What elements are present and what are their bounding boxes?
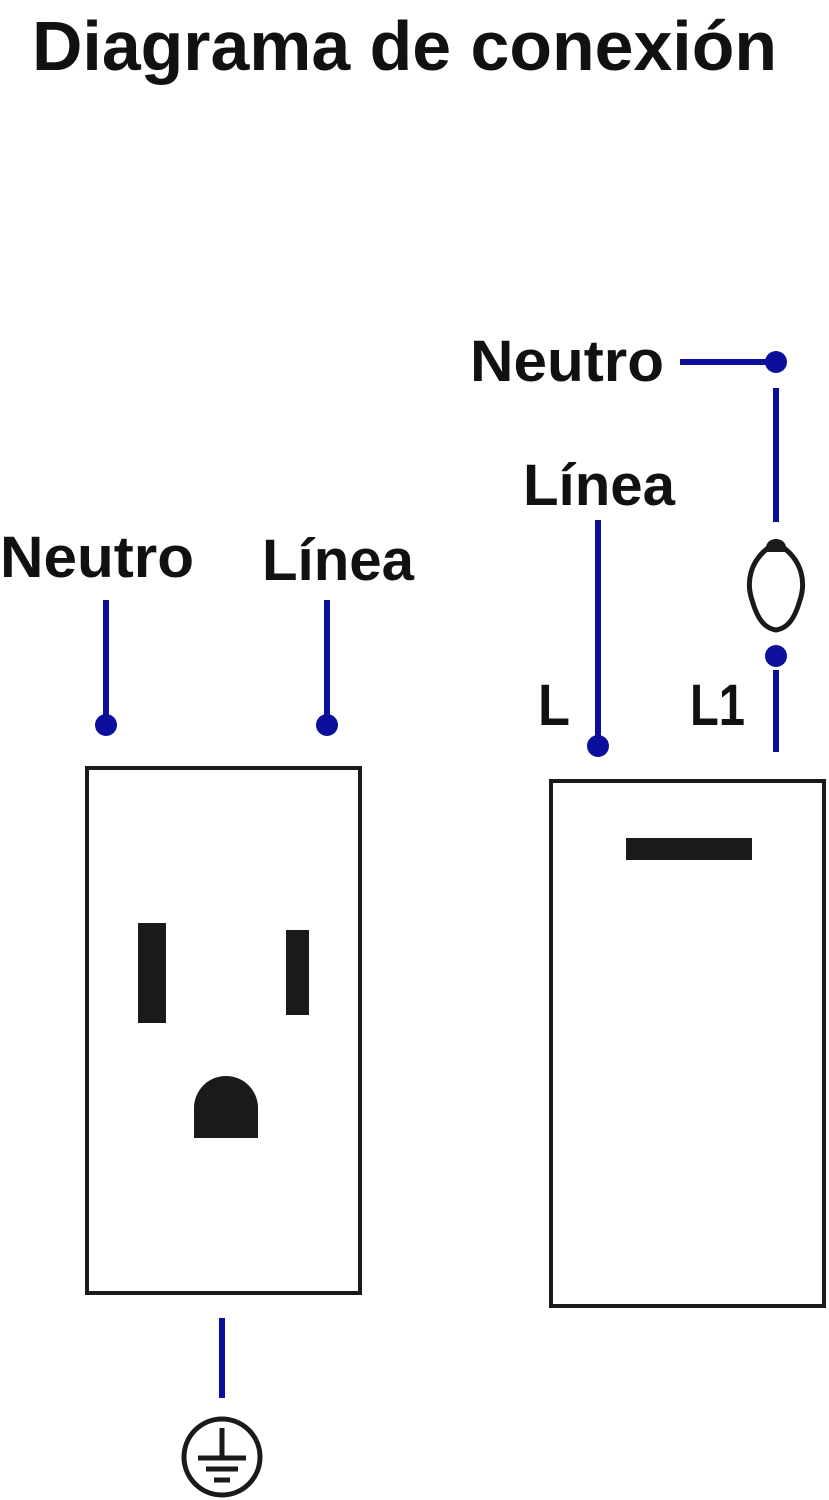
lamp-neutral-wire — [680, 351, 787, 522]
outlet-line-wire — [316, 600, 338, 736]
light-bulb-icon — [746, 539, 806, 633]
outlet-line-label: Línea — [262, 528, 415, 593]
switch-body — [549, 779, 826, 1308]
switch-toggle-slot — [626, 838, 752, 860]
switch-terminal-l-label: L — [538, 673, 570, 738]
outlet-hot-slot — [286, 930, 309, 1015]
outlet-neutral-wire — [95, 600, 117, 736]
switch-line-label: Línea — [523, 453, 676, 518]
switch-terminal-l1-label: L1 — [690, 673, 745, 738]
diagram-title: Diagrama de conexión — [32, 7, 777, 85]
outlet-neutral-slot — [138, 923, 166, 1023]
outlet-receptacle — [85, 766, 362, 1295]
load-wire-l1 — [765, 645, 787, 752]
outlet-ground-hole — [194, 1076, 258, 1138]
outlet-neutral-label: Neutro — [0, 525, 194, 590]
ground-icon — [181, 1416, 263, 1498]
switch-line-wire — [587, 520, 609, 757]
switch-neutral-label: Neutro — [470, 329, 664, 394]
